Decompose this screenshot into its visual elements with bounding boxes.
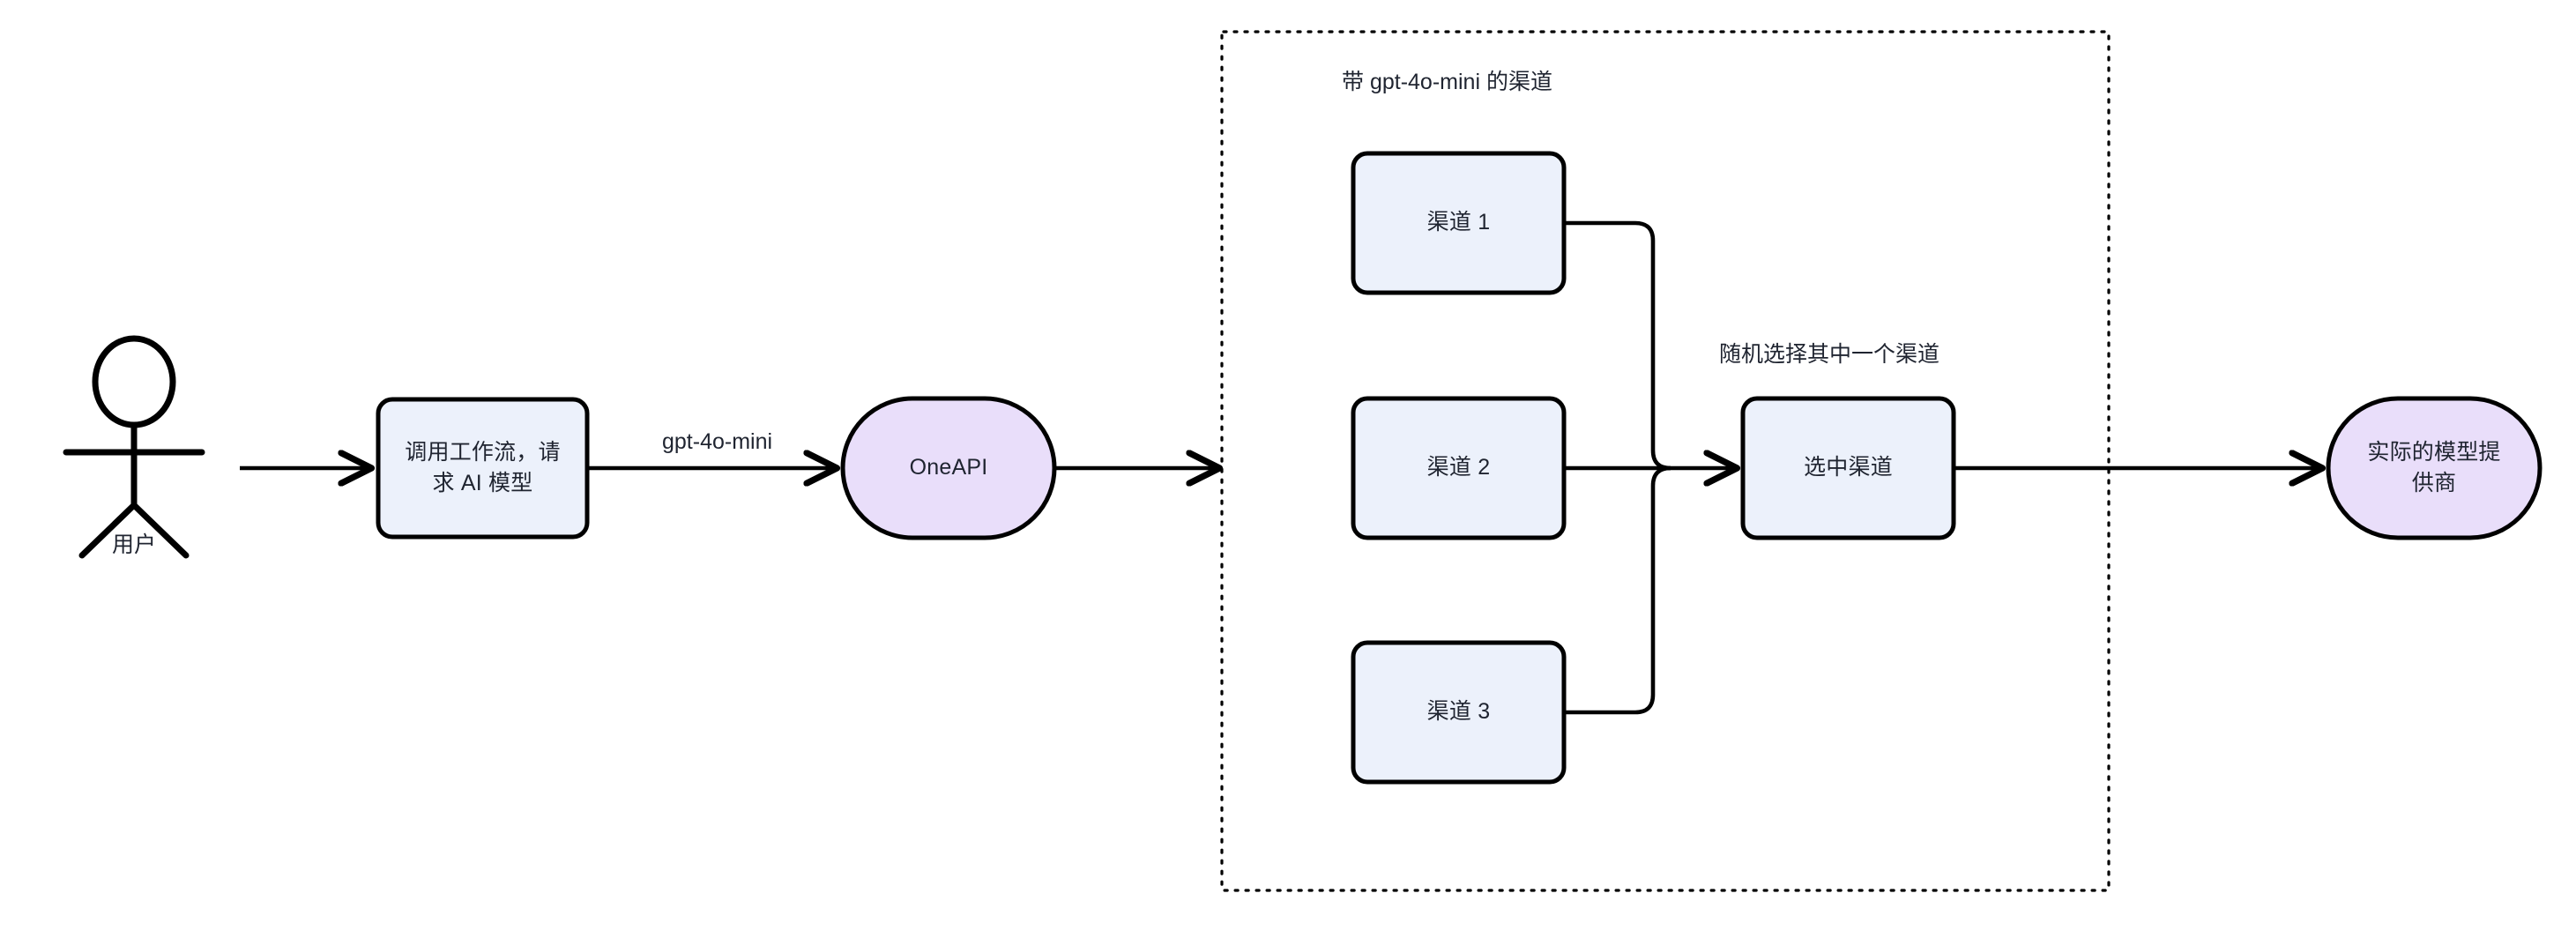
edge-channel1-to-junction [1566, 220, 1671, 471]
edge-label-model-name: gpt-4o-mini [662, 429, 773, 454]
node-channel1-shape [1351, 151, 1567, 295]
node-channel3-shape [1351, 640, 1567, 785]
node-provider-shape [2326, 396, 2542, 540]
user-actor-label: 用户 [111, 532, 156, 557]
node-channel2-shape [1351, 396, 1567, 540]
node-oneapi-shape [840, 396, 1057, 540]
node-workflow-shape [376, 397, 590, 540]
node-selected-shape [1740, 396, 1956, 540]
cluster-title: 带 gpt-4o-mini 的渠道 [1342, 70, 1552, 94]
edge-channel3-to-junction [1566, 465, 1671, 715]
user-actor-figure [63, 335, 205, 559]
edge-label-random-pick: 随机选择其中一个渠道 [1719, 342, 1940, 367]
